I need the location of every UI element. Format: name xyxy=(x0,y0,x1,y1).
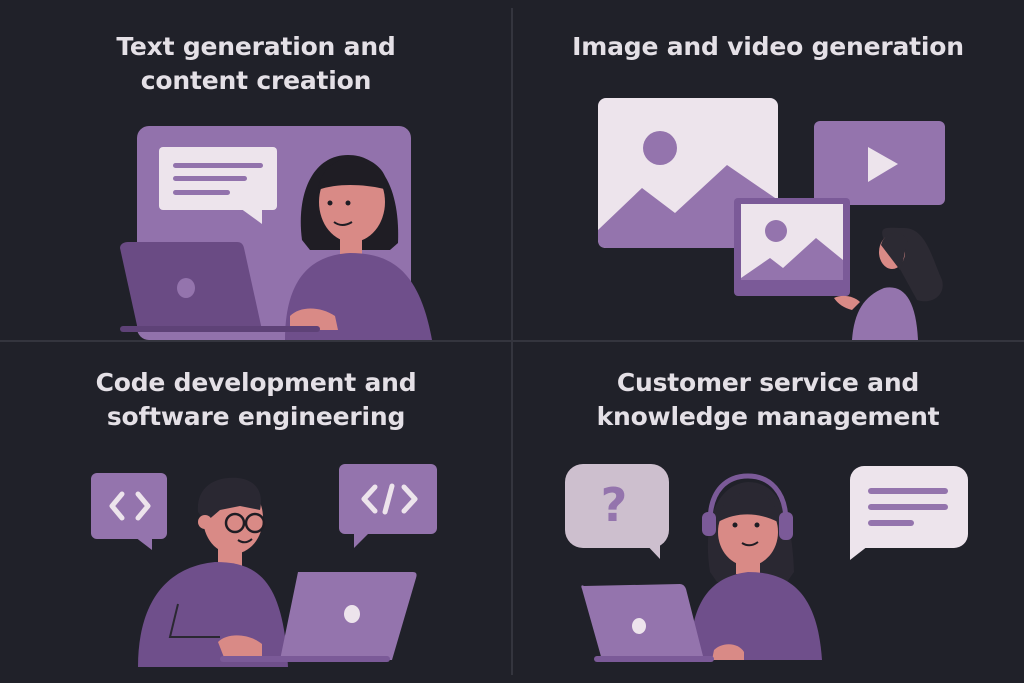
laptop-icon xyxy=(120,242,320,332)
image-frame-icon xyxy=(734,198,850,296)
svg-text:?: ? xyxy=(601,478,628,532)
title-line-2: software engineering xyxy=(106,402,406,431)
code-brackets-icon xyxy=(91,473,167,550)
person-icon xyxy=(834,227,943,340)
title-line-2: knowledge management xyxy=(596,402,940,431)
quadrant-code-development: Code development and software engineerin… xyxy=(0,342,512,683)
customer-service-illustration: ? xyxy=(565,464,968,662)
quadrant-title: Image and video generation xyxy=(512,30,1024,64)
title-line-1: Code development and xyxy=(95,368,417,397)
title-line-1: Customer service and xyxy=(616,368,920,397)
question-bubble-icon: ? xyxy=(565,464,669,559)
code-development-illustration xyxy=(91,464,437,667)
person-headset-icon xyxy=(690,473,822,660)
image-icon xyxy=(598,98,778,248)
quadrant-title: Code development and software engineerin… xyxy=(0,366,512,434)
person-icon xyxy=(285,155,432,340)
speech-bubble-icon xyxy=(159,147,277,224)
person-glasses-icon xyxy=(138,477,288,667)
text-generation-illustration xyxy=(120,126,432,340)
quadrant-text-generation: Text generation and content creation xyxy=(0,0,512,340)
code-tag-icon xyxy=(339,464,437,548)
quadrant-image-video-generation: Image and video generation xyxy=(512,0,1024,340)
title-line-2: content creation xyxy=(140,66,372,95)
quadrant-customer-service: Customer service and knowledge managemen… xyxy=(512,342,1024,683)
title-line-1: Image and video generation xyxy=(572,32,964,61)
laptop-icon xyxy=(581,584,714,662)
quadrant-title: Customer service and knowledge managemen… xyxy=(512,366,1024,434)
quadrant-title: Text generation and content creation xyxy=(0,30,512,98)
horizontal-divider xyxy=(0,340,1024,342)
video-play-icon xyxy=(814,121,945,205)
title-line-1: Text generation and xyxy=(116,32,396,61)
message-bubble-icon xyxy=(850,466,968,560)
laptop-icon xyxy=(220,572,417,662)
image-video-illustration xyxy=(598,98,945,340)
